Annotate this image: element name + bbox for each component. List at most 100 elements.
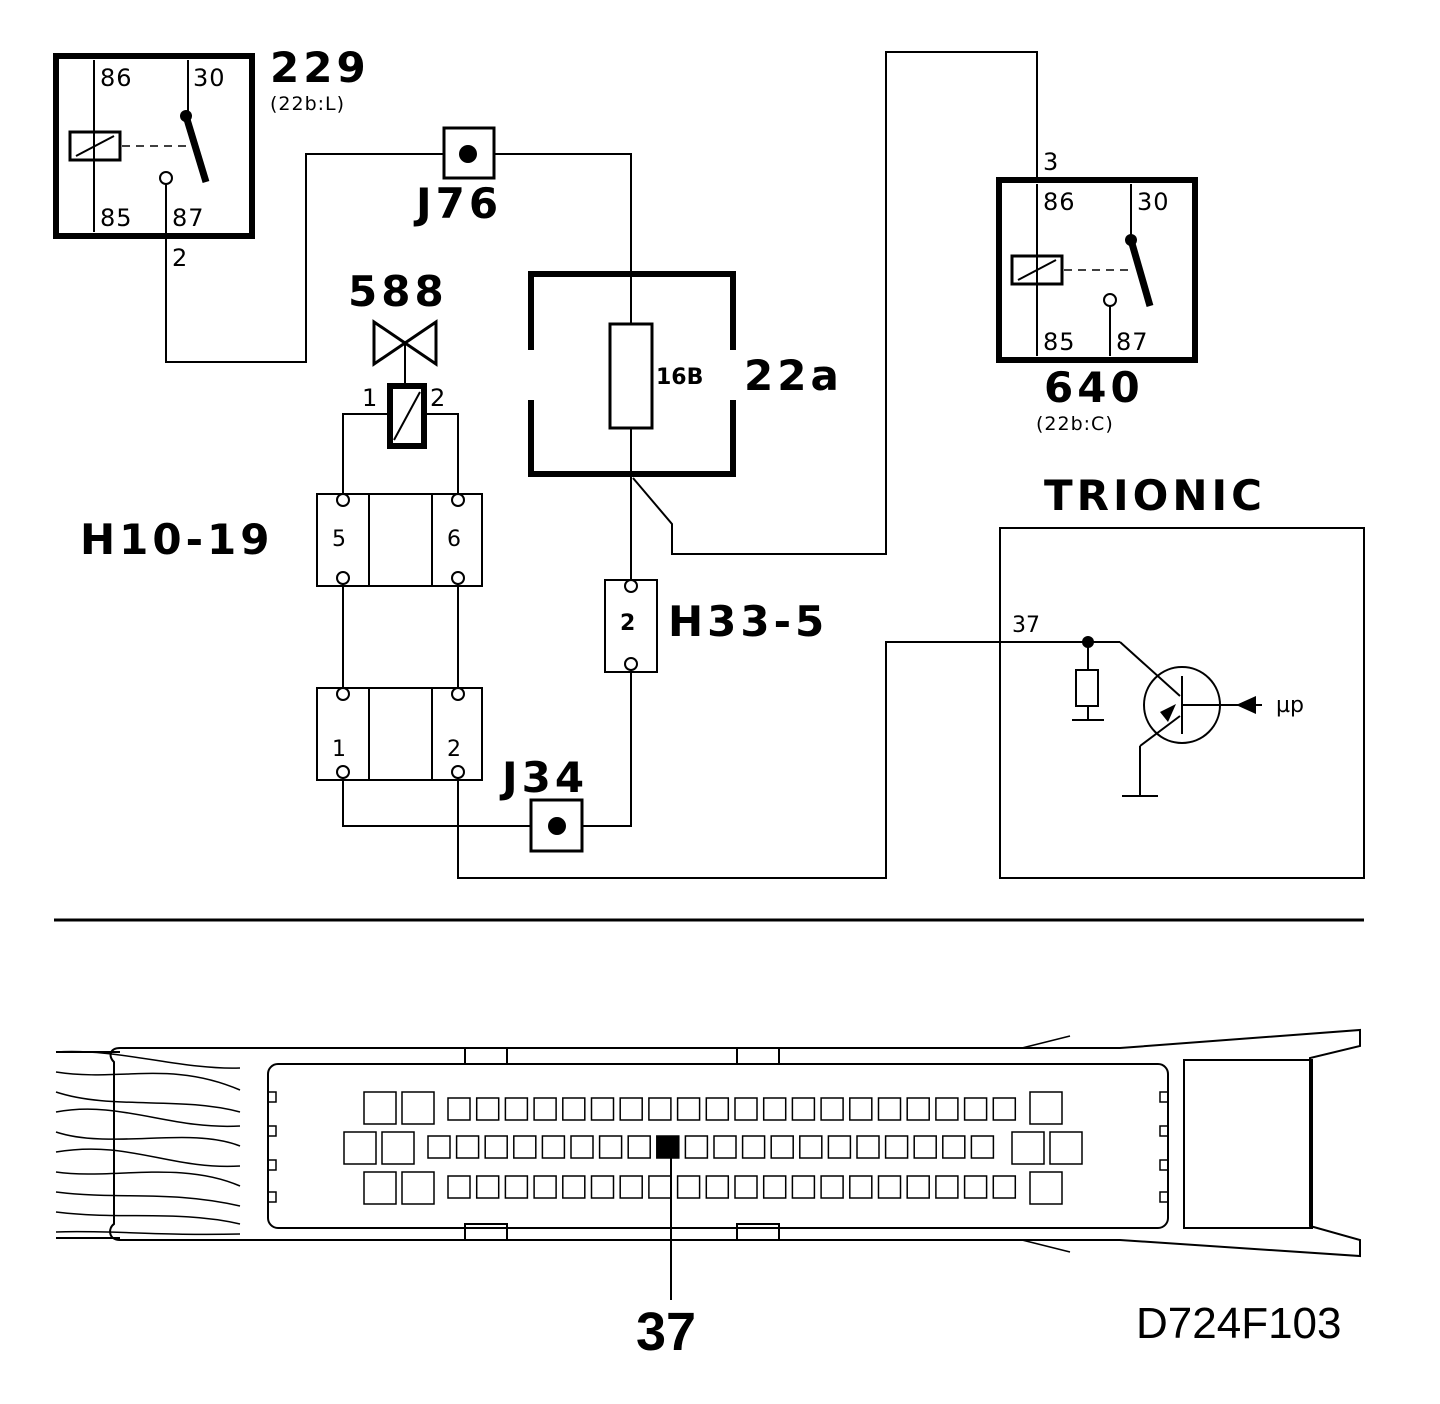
cavity xyxy=(447,1097,471,1121)
connector-h33-5: 2 H33-5 xyxy=(604,579,828,673)
trionic-ecu: TRIONIC 37 µp xyxy=(999,471,1365,879)
cavity-large xyxy=(401,1091,435,1125)
cavity xyxy=(820,1097,844,1121)
cavity-large xyxy=(381,1131,415,1165)
valve-588-symbol-right xyxy=(402,319,438,367)
cavity xyxy=(906,1175,930,1199)
cavity xyxy=(762,1097,787,1121)
fuse-label: 16B xyxy=(656,365,703,390)
cavity xyxy=(447,1175,471,1199)
junction-j34: J34 xyxy=(499,753,584,853)
cavity xyxy=(877,1175,902,1199)
cavity-large xyxy=(401,1171,435,1205)
cavity-large xyxy=(363,1091,397,1125)
cavity-pin-37 xyxy=(656,1135,680,1159)
valve-588-symbol-left xyxy=(372,319,408,367)
cavity-large xyxy=(1011,1131,1045,1165)
cavity xyxy=(598,1135,623,1159)
fusebox-label: 22a xyxy=(744,351,843,400)
cavity xyxy=(849,1097,873,1121)
cavity xyxy=(791,1097,816,1121)
connector-h10-19-lower: 1 2 xyxy=(316,687,483,781)
cavity xyxy=(884,1135,909,1159)
cavity-large xyxy=(343,1131,377,1165)
pin-37-callout: 37 xyxy=(636,1302,696,1362)
cavity xyxy=(741,1135,766,1159)
cavity xyxy=(590,1175,615,1199)
cavity xyxy=(762,1175,787,1199)
cavity xyxy=(963,1175,988,1199)
relay-229-pin-86: 86 xyxy=(100,64,133,92)
cavity xyxy=(541,1135,566,1159)
cavity xyxy=(705,1097,730,1121)
h10-19-pin-2: 2 xyxy=(447,737,461,762)
cavity xyxy=(734,1097,758,1121)
relay-229-pin-87: 87 xyxy=(172,204,205,232)
cavity xyxy=(942,1135,966,1159)
junction-j76: J76 xyxy=(413,126,498,228)
cavity xyxy=(648,1097,672,1121)
valve-588-coil xyxy=(387,383,427,449)
wire-valve-pin1 xyxy=(342,413,390,494)
cavity xyxy=(935,1175,959,1199)
cavity xyxy=(791,1175,816,1199)
wire-harness xyxy=(55,1050,241,1236)
cavity xyxy=(705,1175,730,1199)
cavity xyxy=(619,1175,643,1199)
relay-640-pin-30: 30 xyxy=(1137,188,1170,216)
trionic-mp-label: µp xyxy=(1276,693,1304,718)
cavity-large xyxy=(1049,1131,1083,1165)
cavity xyxy=(619,1097,643,1121)
relay-229-pin-85: 85 xyxy=(100,204,133,232)
h33-5-pin: 2 xyxy=(620,611,635,636)
valve-588-pin-2: 2 xyxy=(430,384,446,412)
cavity xyxy=(734,1175,758,1199)
wire-h10-to-j34 xyxy=(342,778,531,827)
cavity xyxy=(970,1135,995,1159)
cavity xyxy=(533,1097,557,1121)
cavity xyxy=(484,1135,508,1159)
cavity xyxy=(963,1097,988,1121)
fuse-16b xyxy=(608,322,654,430)
cavity xyxy=(475,1175,500,1199)
wire-fuse-to-640 xyxy=(632,51,1038,555)
wire-valve-pin2 xyxy=(424,413,459,494)
relay-640-pin-86: 86 xyxy=(1043,188,1076,216)
wire-229-to-j76 xyxy=(165,153,444,363)
j76-node xyxy=(459,145,477,163)
cavity xyxy=(648,1175,672,1199)
relay-640-coil xyxy=(1010,254,1064,286)
wire-j76-to-fuse xyxy=(494,153,632,324)
cavity xyxy=(475,1097,500,1121)
h33-5-label: H33-5 xyxy=(668,597,828,646)
relay-229-contact xyxy=(159,171,173,185)
relay-640-label: 640 xyxy=(1044,363,1144,412)
cavity xyxy=(684,1135,709,1159)
figure-code: D724F103 xyxy=(1136,1299,1341,1348)
relay-229: 86 30 85 87 229 (22b:L) 2 xyxy=(53,43,370,272)
cavity-large xyxy=(363,1171,397,1205)
connector-h10-19-upper: 5 6 xyxy=(316,493,483,587)
relay-640-location: (22b:C) xyxy=(1036,413,1114,435)
relay-229-coil xyxy=(68,130,122,162)
cavity xyxy=(562,1097,586,1121)
valve-588: 588 1 2 xyxy=(348,267,448,449)
cavity xyxy=(827,1135,852,1159)
wire-h33-to-j34 xyxy=(582,670,632,827)
relay-229-label: 229 xyxy=(270,43,370,92)
relay-640-pin-85: 85 xyxy=(1043,328,1076,356)
cavity xyxy=(799,1135,823,1159)
j34-node xyxy=(548,817,566,835)
cavity xyxy=(913,1135,937,1159)
cavity xyxy=(504,1175,529,1199)
cavity xyxy=(676,1175,701,1199)
cavity xyxy=(627,1135,651,1159)
relay-229-wire-pin: 2 xyxy=(172,244,188,272)
valve-588-label: 588 xyxy=(348,267,448,316)
cavity xyxy=(676,1097,701,1121)
cavity xyxy=(877,1097,902,1121)
cavity xyxy=(513,1135,537,1159)
valve-588-pin-1: 1 xyxy=(362,384,378,412)
relay-229-pin-30: 30 xyxy=(193,64,226,92)
cavity-large xyxy=(1029,1091,1063,1125)
